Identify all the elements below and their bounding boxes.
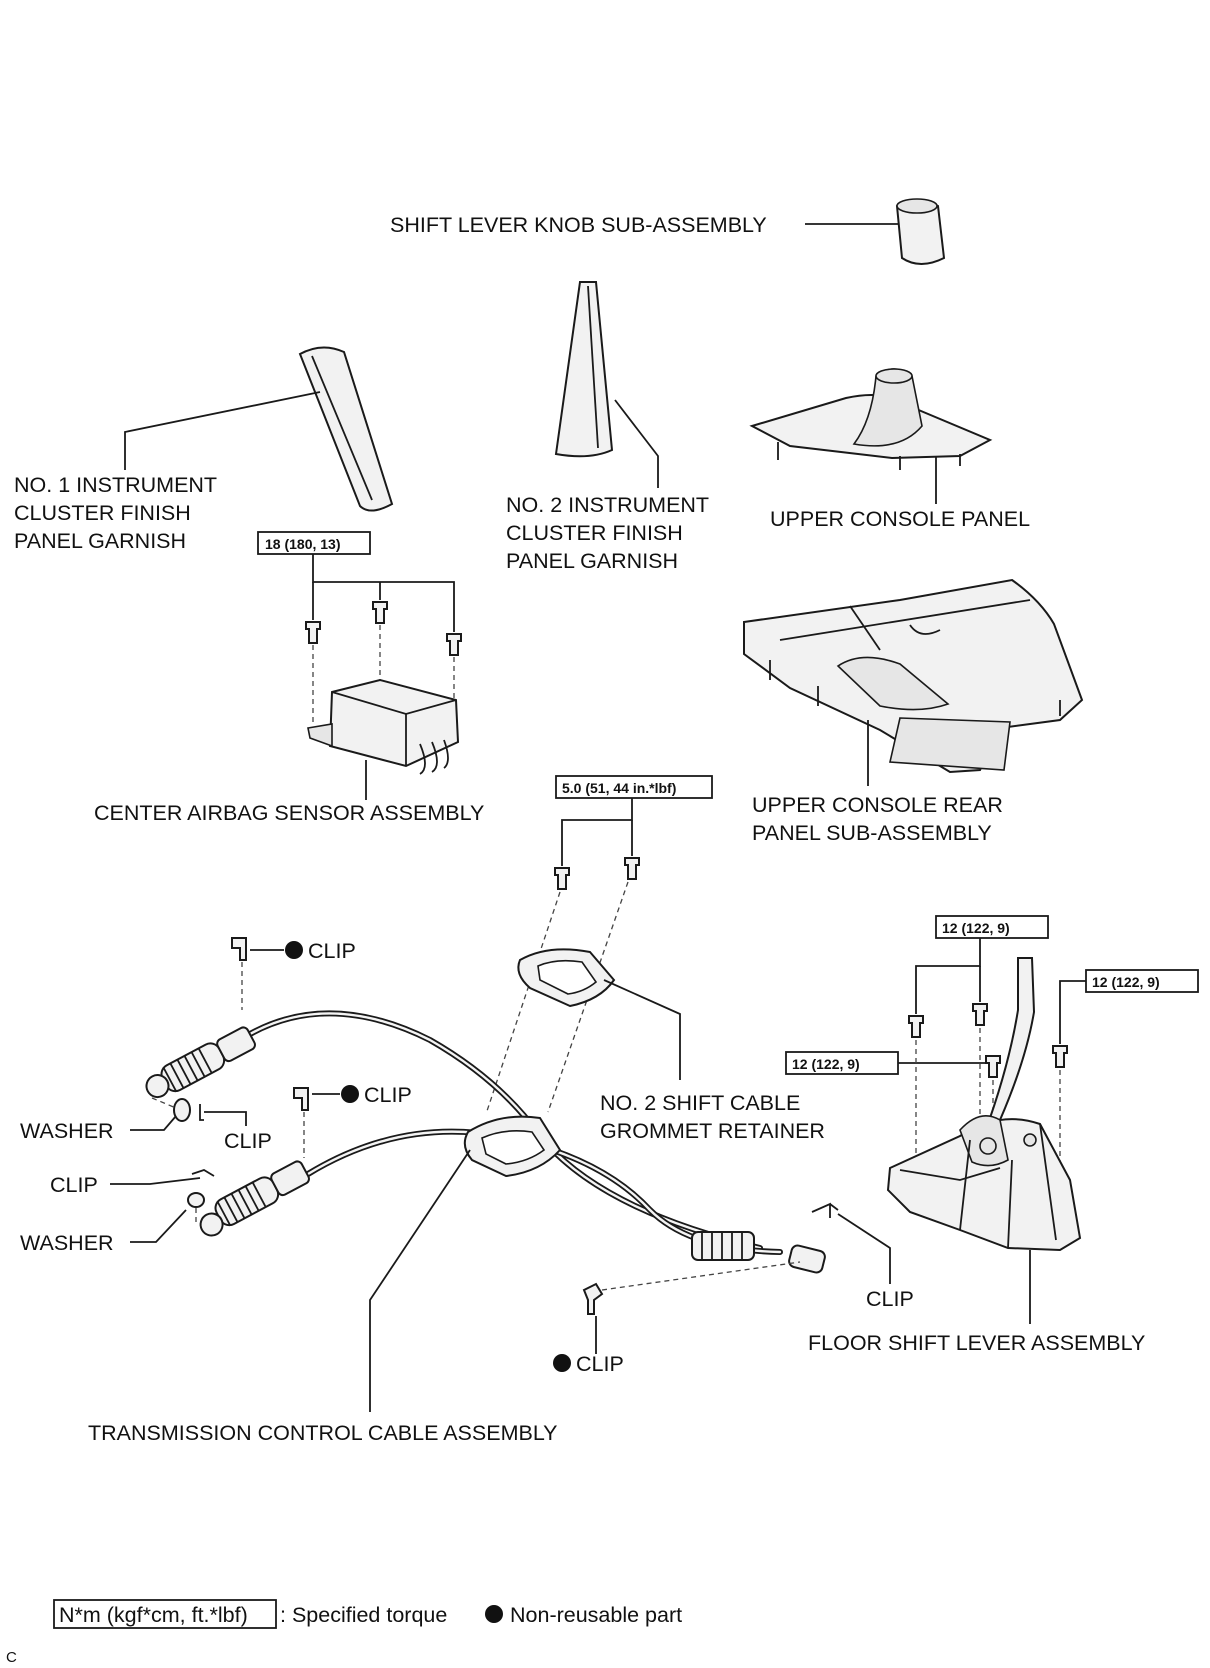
clip-icon (811, 1202, 839, 1218)
bolt-icon (372, 601, 388, 624)
clip-icon (293, 1087, 309, 1111)
upper-console-panel (749, 368, 993, 470)
shift-lever-knob (895, 198, 946, 265)
label-washer-1: WASHER (20, 1119, 114, 1143)
bolt-icon (972, 1003, 988, 1026)
transmission-control-cable (145, 1010, 826, 1274)
center-airbag-sensor (307, 678, 460, 775)
bolt-icon (305, 621, 321, 644)
clip-icon (231, 937, 247, 961)
washer (187, 1192, 205, 1208)
label-garnish1-line3: PANEL GARNISH (14, 529, 186, 553)
floor-shift-lever (886, 957, 1082, 1252)
label-clip-5: CLIP (576, 1352, 624, 1376)
label-garnish1-line1: NO. 1 INSTRUMENT (14, 473, 217, 497)
label-washer-2: WASHER (20, 1231, 114, 1255)
label-console-rear-line1: UPPER CONSOLE REAR (752, 793, 1003, 817)
label-garnish2-line1: NO. 2 INSTRUMENT (506, 493, 709, 517)
bolt-icon (446, 633, 462, 656)
bolt-icon (908, 1015, 924, 1038)
bolt-icon (624, 857, 640, 880)
label-garnish2-line2: CLUSTER FINISH (506, 521, 683, 545)
label-upper-console-panel: UPPER CONSOLE PANEL (770, 507, 1030, 531)
label-clip-3: CLIP (224, 1129, 272, 1153)
no2-shift-cable-grommet-retainer (517, 948, 616, 1008)
clip-icon (191, 1169, 215, 1177)
upper-console-rear-panel (743, 578, 1084, 774)
label-clip-6: CLIP (866, 1287, 914, 1311)
torque-grommet: 5.0 (51, 44 in.*lbf) (562, 780, 676, 796)
label-console-rear-line2: PANEL SUB-ASSEMBLY (752, 821, 992, 845)
label-grommet-line2: GROMMET RETAINER (600, 1119, 825, 1143)
corner-code: C (6, 1649, 17, 1666)
clip-icon (582, 1282, 604, 1315)
label-grommet-line1: NO. 2 SHIFT CABLE (600, 1091, 800, 1115)
bolt-icon (985, 1055, 1001, 1078)
non-reusable-marker (553, 1354, 571, 1372)
washer (173, 1098, 191, 1122)
non-reusable-marker (285, 941, 303, 959)
label-clip-4: CLIP (50, 1173, 98, 1197)
torque-lever-a: 12 (122, 9) (942, 920, 1010, 936)
legend-torque-desc: : Specified torque (280, 1603, 447, 1627)
label-clip-1: CLIP (308, 939, 356, 963)
bolt-icon (1052, 1045, 1068, 1068)
legend-nonreusable-desc: Non-reusable part (510, 1603, 682, 1627)
label-control-cable: TRANSMISSION CONTROL CABLE ASSEMBLY (88, 1421, 558, 1445)
label-airbag-sensor: CENTER AIRBAG SENSOR ASSEMBLY (94, 801, 484, 825)
label-knob: SHIFT LEVER KNOB SUB-ASSEMBLY (390, 213, 767, 237)
label-floor-shift-lever: FLOOR SHIFT LEVER ASSEMBLY (808, 1331, 1145, 1355)
torque-lever-b: 12 (122, 9) (1092, 974, 1160, 990)
no2-instrument-cluster-garnish (554, 281, 614, 458)
label-garnish1-line2: CLUSTER FINISH (14, 501, 191, 525)
bolt-icon (554, 867, 570, 890)
label-clip-2: CLIP (364, 1083, 412, 1107)
label-garnish2-line3: PANEL GARNISH (506, 549, 678, 573)
torque-lever-c: 12 (122, 9) (792, 1056, 860, 1072)
torque-airbag: 18 (180, 13) (265, 536, 341, 552)
non-reusable-marker (485, 1605, 503, 1623)
legend: N*m (kgf*cm, ft.*lbf) : Specified torque… (53, 1599, 682, 1629)
legend-torque-unit: N*m (kgf*cm, ft.*lbf) (59, 1603, 248, 1627)
non-reusable-marker (341, 1085, 359, 1103)
no1-instrument-cluster-garnish (298, 346, 394, 512)
